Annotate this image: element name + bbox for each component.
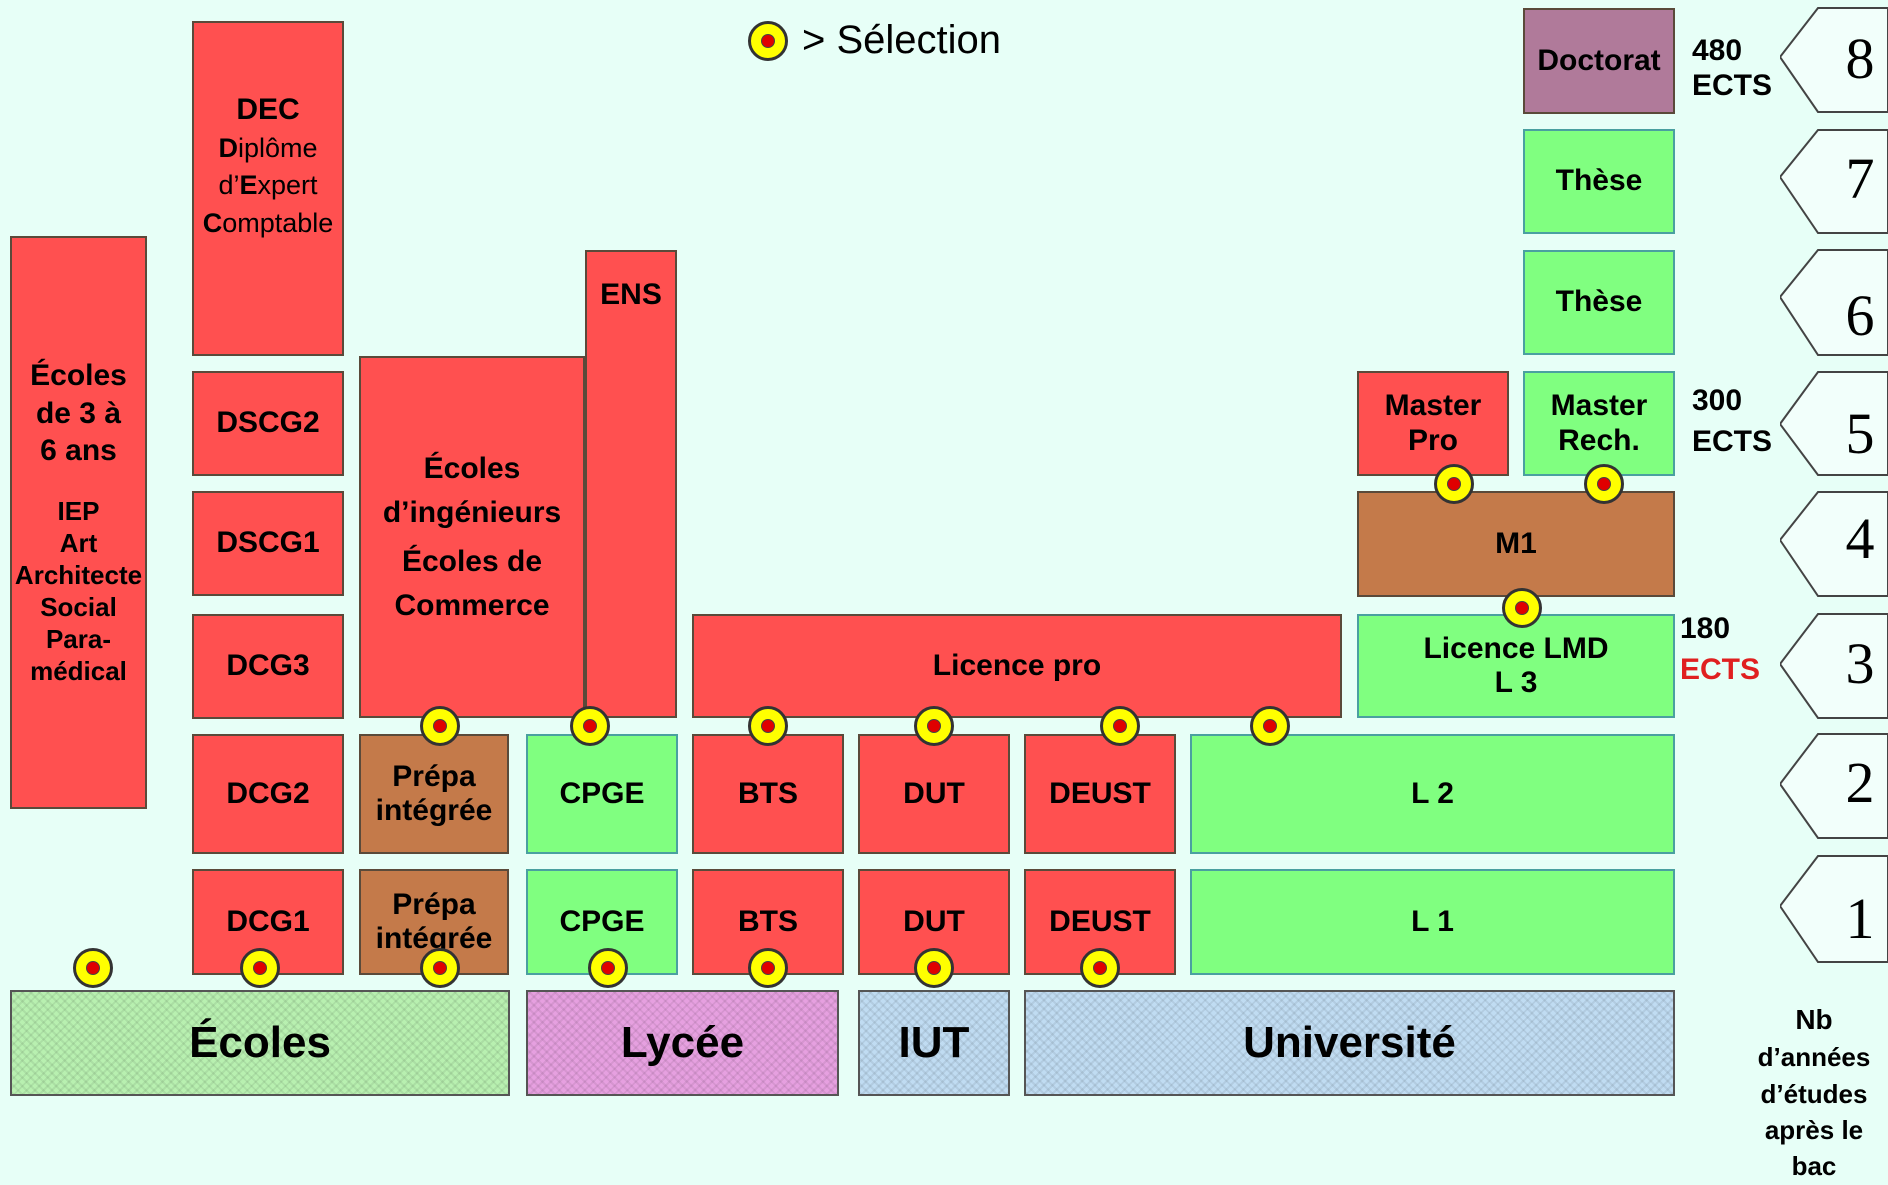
year-hex-3: 3 [1780, 613, 1888, 719]
ecoles-list-item: médical [30, 655, 127, 686]
selection-dot-icon[interactable] [748, 948, 788, 988]
base-iut[interactable]: IUT [858, 990, 1010, 1096]
dec-line-2: d’Expert [218, 170, 318, 201]
selection-dot-icon[interactable] [1502, 588, 1542, 628]
years-caption: Nb d’années d’études après le bac [1757, 1004, 1871, 1182]
legend-text: > Sélection [802, 18, 1002, 62]
base-ecoles[interactable]: Écoles [10, 990, 510, 1096]
svg-text:1: 1 [1846, 886, 1875, 951]
selection-dot-icon[interactable] [1100, 706, 1140, 746]
ecoles-ingenieurs-commerce[interactable]: Écoles d’ingénieurs Écoles de Commerce [359, 356, 585, 718]
master-rech-line: Rech. [1558, 423, 1640, 457]
svg-text:5: 5 [1846, 401, 1875, 466]
selection-dot-icon[interactable] [914, 948, 954, 988]
ecoles-list-item: Architecte [14, 559, 143, 590]
year-hex-7: 7 [1780, 129, 1888, 234]
prepa-line: Prépa [392, 759, 476, 793]
master-pro-box[interactable]: Master Pro [1357, 371, 1509, 476]
ing-line: Écoles [423, 452, 521, 485]
selection-dot-icon[interactable] [1250, 706, 1290, 746]
svg-text:8: 8 [1846, 26, 1875, 91]
licence-pro-box[interactable]: Licence pro [692, 614, 1342, 718]
legend: > Sélection [748, 18, 1001, 63]
selection-dot-icon[interactable] [420, 948, 460, 988]
prepa-integree-2[interactable]: Prépa intégrée [359, 734, 509, 854]
year-hex-2: 2 [1780, 733, 1888, 839]
licence-lmd-line: Licence LMD [1423, 631, 1609, 665]
base-lycee[interactable]: Lycée [526, 990, 839, 1096]
licence-lmd-line: L 3 [1494, 666, 1538, 699]
selection-dot-icon[interactable] [1584, 464, 1624, 504]
dcg3-box[interactable]: DCG3 [192, 614, 344, 719]
selection-dot-icon[interactable] [420, 706, 460, 746]
ens-box[interactable]: ENS [585, 250, 677, 718]
ing-line: Écoles de [401, 545, 543, 578]
year-hex-8: 8 [1780, 7, 1888, 113]
svg-text:7: 7 [1846, 146, 1875, 211]
master-pro-line: Master [1384, 389, 1482, 422]
year-hex-4: 4 [1780, 491, 1888, 597]
selection-dot-icon [748, 20, 788, 61]
master-rech-line: Master [1550, 389, 1648, 422]
selection-dot-icon[interactable] [73, 948, 113, 988]
cpge-2[interactable]: CPGE [526, 734, 678, 854]
ing-line: d’ingénieurs [382, 495, 562, 529]
ecoles-list-item: Social [40, 591, 117, 622]
deust-1[interactable]: DEUST [1024, 869, 1176, 975]
ecoles-title-line: Écoles [30, 359, 127, 393]
dec-title: DEC [236, 93, 300, 126]
svg-text:3: 3 [1846, 631, 1875, 696]
deust-2[interactable]: DEUST [1024, 734, 1176, 854]
l2-box[interactable]: L 2 [1190, 734, 1675, 854]
selection-dot-icon[interactable] [570, 706, 610, 746]
years-scale: 8 7 6 5 4 3 2 1 [1780, 7, 1888, 963]
dut-1[interactable]: DUT [858, 869, 1010, 975]
dec-line-1: Diplôme [218, 132, 318, 163]
selection-dot-icon[interactable] [588, 948, 628, 988]
ecoles-list-item: Para- [45, 623, 112, 654]
dec-line-3: Comptable [202, 208, 334, 239]
selection-dot-icon[interactable] [1434, 464, 1474, 504]
year-hex-1: 1 [1780, 855, 1888, 963]
year-hex-5: 5 [1780, 371, 1888, 476]
prepa-line: intégrée [375, 794, 493, 827]
svg-text:2: 2 [1846, 750, 1875, 815]
m1-box[interactable]: M1 [1357, 491, 1675, 597]
selection-dot-icon[interactable] [240, 948, 280, 988]
svg-text:6: 6 [1846, 283, 1875, 348]
ecoles-title-line: 6 ans [40, 434, 117, 468]
these-2[interactable]: Thèse [1523, 250, 1675, 355]
selection-dot-icon[interactable] [914, 706, 954, 746]
svg-text:4: 4 [1846, 506, 1875, 571]
dcg2-box[interactable]: DCG2 [192, 734, 344, 854]
selection-dot-icon[interactable] [748, 706, 788, 746]
licence-lmd-box[interactable]: Licence LMD L 3 [1357, 614, 1675, 718]
selection-dot-icon[interactable] [1080, 948, 1120, 988]
ecoles-list-item: Art [59, 527, 98, 558]
dec-box[interactable]: DEC Diplôme d’Expert Comptable [192, 21, 344, 356]
these-1[interactable]: Thèse [1523, 129, 1675, 234]
ing-line: Commerce [394, 588, 550, 622]
base-universite[interactable]: Université [1024, 990, 1675, 1096]
ecoles-list-item: IEP [57, 495, 100, 526]
dscg2-box[interactable]: DSCG2 [192, 371, 344, 476]
prepa-line: Prépa [392, 887, 476, 921]
master-pro-line: Pro [1407, 423, 1458, 457]
bts-2[interactable]: BTS [692, 734, 844, 854]
dscg1-box[interactable]: DSCG1 [192, 491, 344, 596]
year-hex-6: 6 [1780, 249, 1888, 356]
master-rech-box[interactable]: Master Rech. [1523, 371, 1675, 476]
doctorat-box[interactable]: Doctorat [1523, 8, 1675, 114]
ecoles-3-6-ans[interactable]: Écoles de 3 à 6 ans IEP Art Architecte S… [10, 236, 147, 809]
ecoles-title-line: de 3 à [35, 396, 122, 430]
dut-2[interactable]: DUT [858, 734, 1010, 854]
l1-box[interactable]: L 1 [1190, 869, 1675, 975]
